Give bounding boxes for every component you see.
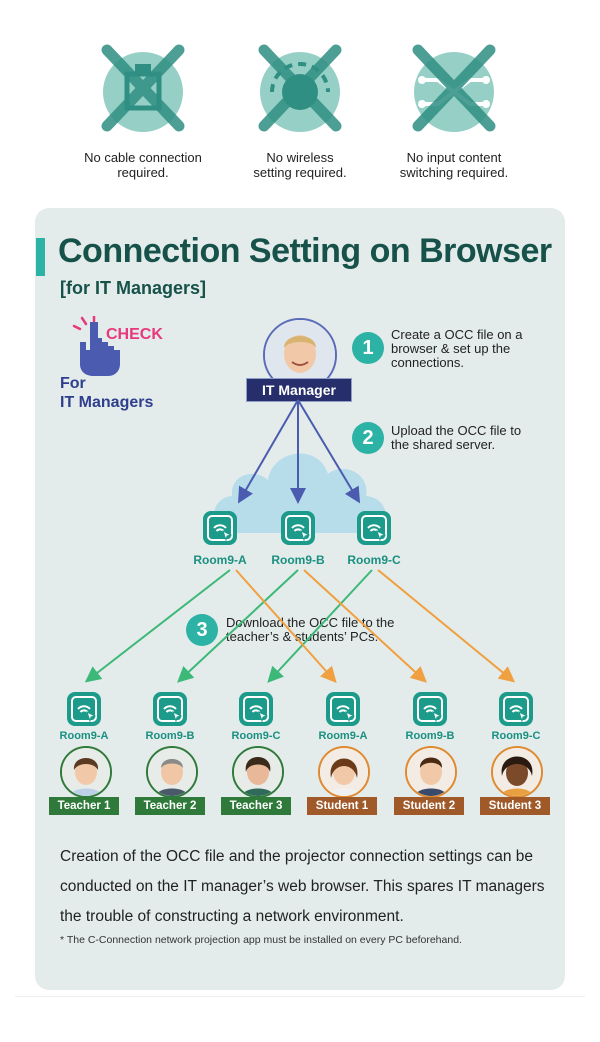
step-3-text: Download the OCC file to the teacher’s &… <box>226 615 395 644</box>
pc-room-icon <box>413 692 447 726</box>
student3-avatar <box>491 746 543 798</box>
pc-room-icon <box>67 692 101 726</box>
no-cable-label: No cable connection required. <box>84 150 202 180</box>
no-wireless-icon <box>258 44 342 132</box>
student2-tag: Student 2 <box>394 797 464 815</box>
server-room9c-icon <box>357 511 391 545</box>
title-accent-bar <box>36 238 45 276</box>
pc-room-icon <box>499 692 533 726</box>
check-label: CHECK <box>106 326 163 343</box>
server-room9a-icon <box>203 511 237 545</box>
pc-room-icon <box>239 692 273 726</box>
teacher3-avatar <box>232 746 284 798</box>
description-text: Creation of the OCC file and the project… <box>60 848 545 925</box>
step-1-badge: 1 <box>352 332 384 364</box>
teacher1-avatar <box>60 746 112 798</box>
no-switching-item: No input content switching required. <box>384 40 524 180</box>
for-it-managers-label: For IT Managers <box>60 375 154 411</box>
no-switching-icon <box>412 44 496 132</box>
footnote: * The C-Connection network projection ap… <box>60 934 462 946</box>
teacher1-tag: Teacher 1 <box>49 797 119 815</box>
step-3-badge: 3 <box>186 614 218 646</box>
no-wireless-label: No wireless setting required. <box>253 150 347 180</box>
server-room9a-label: Room9-A <box>193 553 247 567</box>
student3-tag: Student 3 <box>480 797 550 815</box>
teacher2-avatar <box>146 746 198 798</box>
step-1-text: Create a OCC file on a browser & set up … <box>391 327 523 370</box>
no-wireless-item: No wireless setting required. <box>230 40 370 180</box>
step-2-text: Upload the OCC file to the shared server… <box>391 423 522 452</box>
student1-avatar <box>318 746 370 798</box>
no-cable-item: No cable connection required. <box>73 40 213 180</box>
bottom-divider <box>15 996 585 997</box>
server-room9c-label: Room9-C <box>347 553 401 567</box>
teacher2-tag: Teacher 2 <box>135 797 205 815</box>
server-room9b-icon <box>281 511 315 545</box>
student1-room-label: Room9-A <box>318 730 368 742</box>
teacher3-room-label: Room9-C <box>231 730 281 742</box>
pointing-hand-icon <box>72 316 120 376</box>
no-cable-icon <box>101 44 185 132</box>
pc-room-icon <box>326 692 360 726</box>
student1-tag: Student 1 <box>307 797 377 815</box>
teacher3-tag: Teacher 3 <box>221 797 291 815</box>
server-room9b-label: Room9-B <box>271 553 325 567</box>
it-manager-tag: IT Manager <box>246 378 352 402</box>
student2-room-label: Room9-B <box>405 730 455 742</box>
student3-room-label: Room9-C <box>491 730 541 742</box>
no-switching-label: No input content switching required. <box>399 150 509 180</box>
panel-subtitle: [for IT Managers] <box>60 278 207 298</box>
panel-title: Connection Setting on Browser <box>58 232 552 270</box>
step-2-badge: 2 <box>352 422 384 454</box>
pc-room-icon <box>153 692 187 726</box>
teacher1-room-label: Room9-A <box>59 730 109 742</box>
student2-avatar <box>405 746 457 798</box>
teacher2-room-label: Room9-B <box>145 730 195 742</box>
